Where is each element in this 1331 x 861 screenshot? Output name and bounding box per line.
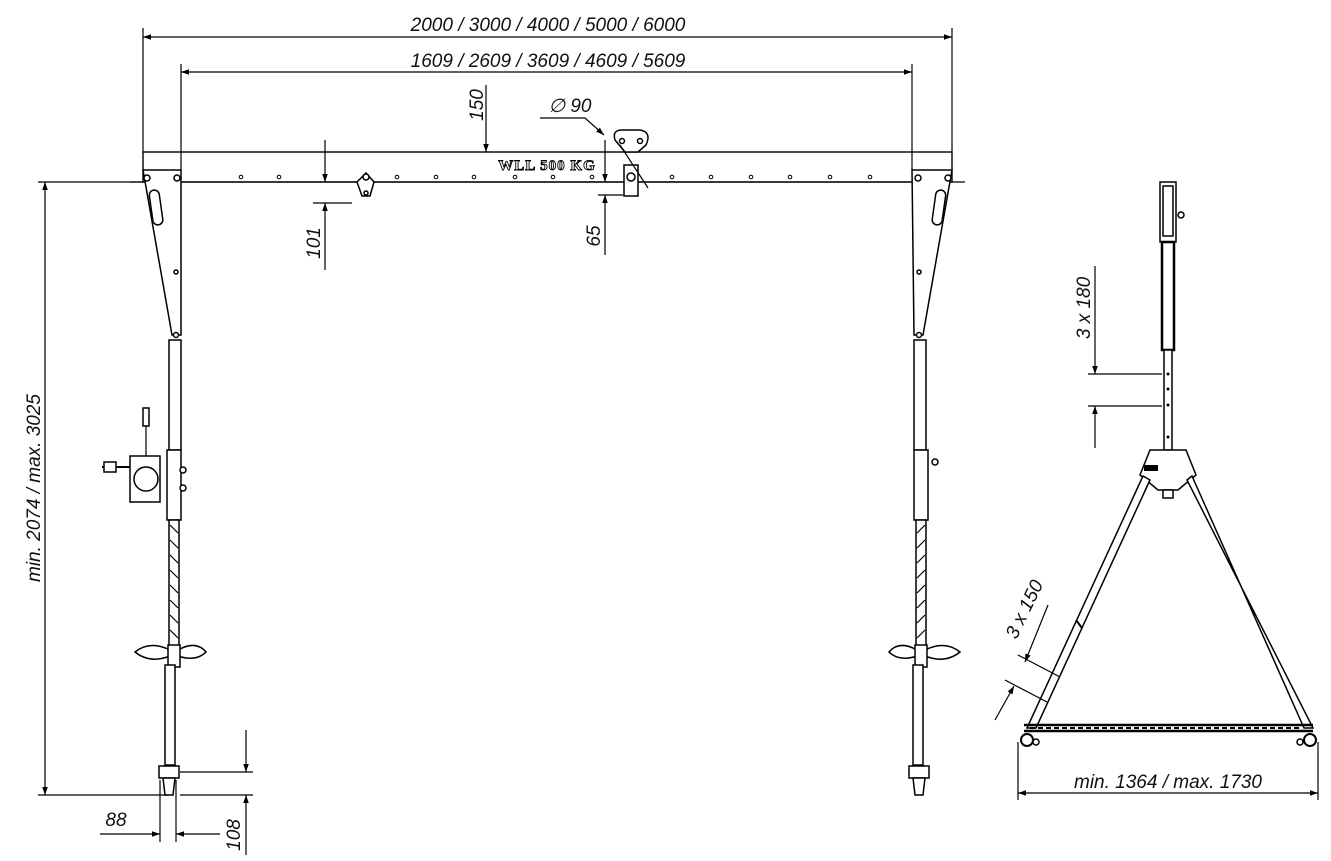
trolley-offset-dimension: 65 — [584, 140, 623, 255]
leg-hole-spacing-label: 3 x 150 — [1002, 577, 1048, 643]
base-width-label: min. 1364 / max. 1730 — [1074, 772, 1262, 793]
foot-height-dimension: 108 — [180, 730, 253, 855]
foot-height-label: 108 — [224, 819, 245, 851]
trolley — [613, 129, 649, 197]
beam-height-label: 150 — [467, 89, 488, 121]
side-view — [1020, 181, 1317, 747]
height-label: min. 2074 / max. 3025 — [24, 394, 45, 582]
beam-clamp — [356, 171, 375, 197]
foot-width-dimension: 88 — [100, 780, 220, 842]
height-dimension: min. 2074 / max. 3025 — [24, 181, 168, 796]
clamp-offset-label: 101 — [304, 227, 325, 259]
left-leg — [102, 169, 208, 796]
trolley-wheel-dimension: ∅ 90 — [540, 96, 605, 136]
right-leg — [887, 169, 962, 796]
overall-width-dimension: 2000 / 3000 / 4000 / 5000 / 6000 — [142, 15, 953, 152]
mast-hole-spacing-dimension: 3 x 180 — [1074, 266, 1162, 448]
trolley-wheel-label: ∅ 90 — [549, 96, 592, 117]
clamp-offset-dimension: 101 — [304, 140, 352, 270]
beam-height-dimension: 150 — [467, 85, 489, 152]
mast-hole-spacing-label: 3 x 180 — [1074, 276, 1095, 339]
overall-width-label: 2000 / 3000 / 4000 / 5000 / 6000 — [410, 15, 686, 36]
foot-width-label: 88 — [105, 810, 127, 831]
inner-width-dimension: 1609 / 2609 / 3609 / 4609 / 5609 — [180, 51, 913, 170]
load-marking: WLL 500 KG — [498, 158, 596, 174]
beam: WLL 500 KG — [130, 151, 965, 183]
trolley-offset-label: 65 — [584, 225, 605, 247]
inner-width-label: 1609 / 2609 / 3609 / 4609 / 5609 — [411, 51, 686, 72]
base-width-dimension: min. 1364 / max. 1730 — [1017, 742, 1319, 800]
